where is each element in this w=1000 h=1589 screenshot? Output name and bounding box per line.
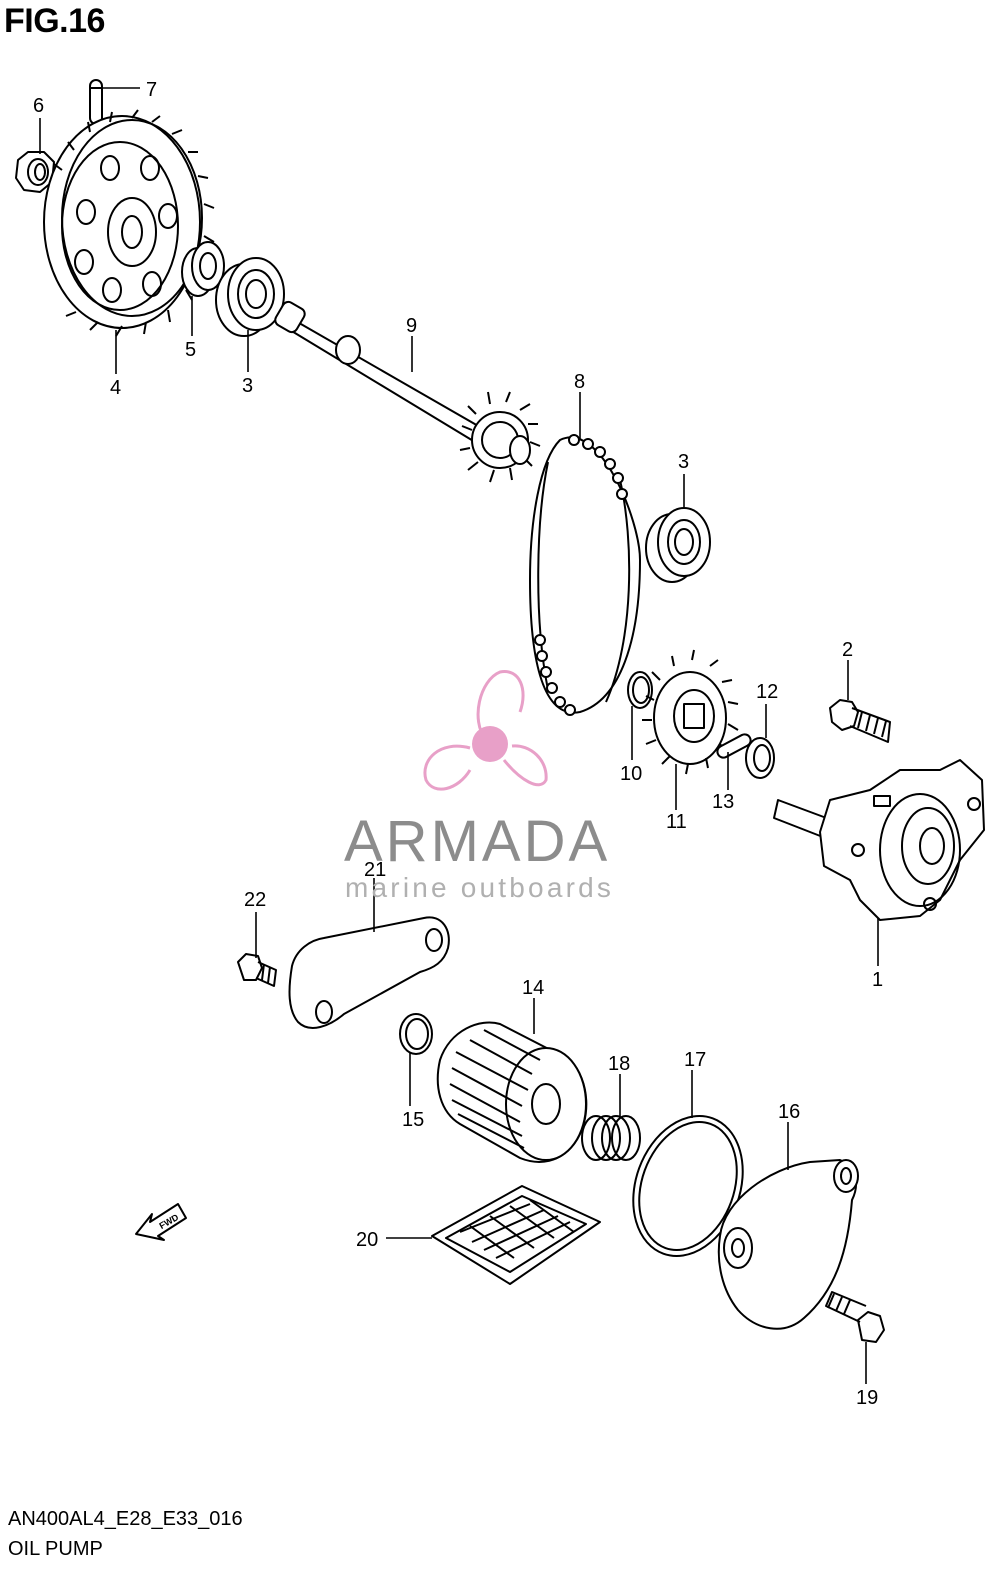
part-20-strainer (431, 1185, 601, 1285)
part-9-shaft (274, 300, 541, 483)
callout-4: 4 (110, 377, 121, 399)
callout-13: 13 (712, 791, 734, 813)
callout-14: 14 (522, 977, 544, 999)
callout-2: 2 (842, 639, 853, 661)
callout-18: 18 (608, 1053, 630, 1075)
fwd-arrow (135, 1203, 187, 1241)
part-10-circlip (627, 671, 653, 709)
callout-7: 7 (146, 79, 157, 101)
part-16-cap (717, 1159, 859, 1330)
callout-11: 11 (666, 811, 687, 833)
watermark-brand: ARMADA (344, 809, 611, 874)
part-21-plate (288, 916, 450, 1029)
callouts: 6 7 4 5 3 9 8 3 2 12 10 13 11 21 1 22 14… (33, 79, 883, 1409)
callout-9: 9 (406, 315, 417, 337)
callout-8: 8 (574, 371, 585, 393)
part-4-gear (43, 109, 215, 337)
callout-17: 17 (684, 1049, 706, 1071)
part-15-oring (399, 1013, 433, 1055)
callout-1: 1 (872, 969, 883, 991)
callout-21: 21 (364, 859, 386, 881)
part-12-washer (745, 737, 775, 779)
part-2-bolt (829, 699, 891, 743)
figure-title: FIG.16 (4, 2, 105, 40)
watermark-subtitle: marine outboards (345, 872, 615, 903)
callout-10: 10 (620, 763, 642, 785)
callout-5: 5 (185, 339, 196, 361)
part-1-pump-body (773, 759, 985, 921)
callout-16: 16 (778, 1101, 800, 1123)
part-5-collar (181, 241, 225, 297)
callout-3-lower: 3 (678, 451, 689, 473)
part-3-bearing-lower (645, 507, 711, 583)
figure-code: AN400AL4_E28_E33_016 (8, 1508, 243, 1530)
part-11-sprocket (642, 649, 739, 775)
part-7-pin (89, 79, 103, 125)
figure-name: OIL PUMP (8, 1538, 103, 1560)
part-3-bearing-upper (215, 257, 285, 337)
callout-3-upper: 3 (242, 375, 253, 397)
callout-12: 12 (756, 681, 778, 703)
callout-15: 15 (402, 1109, 424, 1131)
part-18-spring (581, 1115, 641, 1161)
part-22-bolt (237, 953, 277, 987)
part-13-pin (716, 733, 752, 759)
part-14-filter (436, 1021, 588, 1163)
callout-20: 20 (356, 1229, 378, 1251)
leader-lines (39, 87, 879, 1384)
callout-6: 6 (33, 95, 44, 117)
callout-22: 22 (244, 889, 266, 911)
part-19-bolt (825, 1291, 885, 1343)
callout-19: 19 (856, 1387, 878, 1409)
watermark-propeller-icon (423, 670, 548, 791)
part-8-chain (529, 434, 641, 716)
